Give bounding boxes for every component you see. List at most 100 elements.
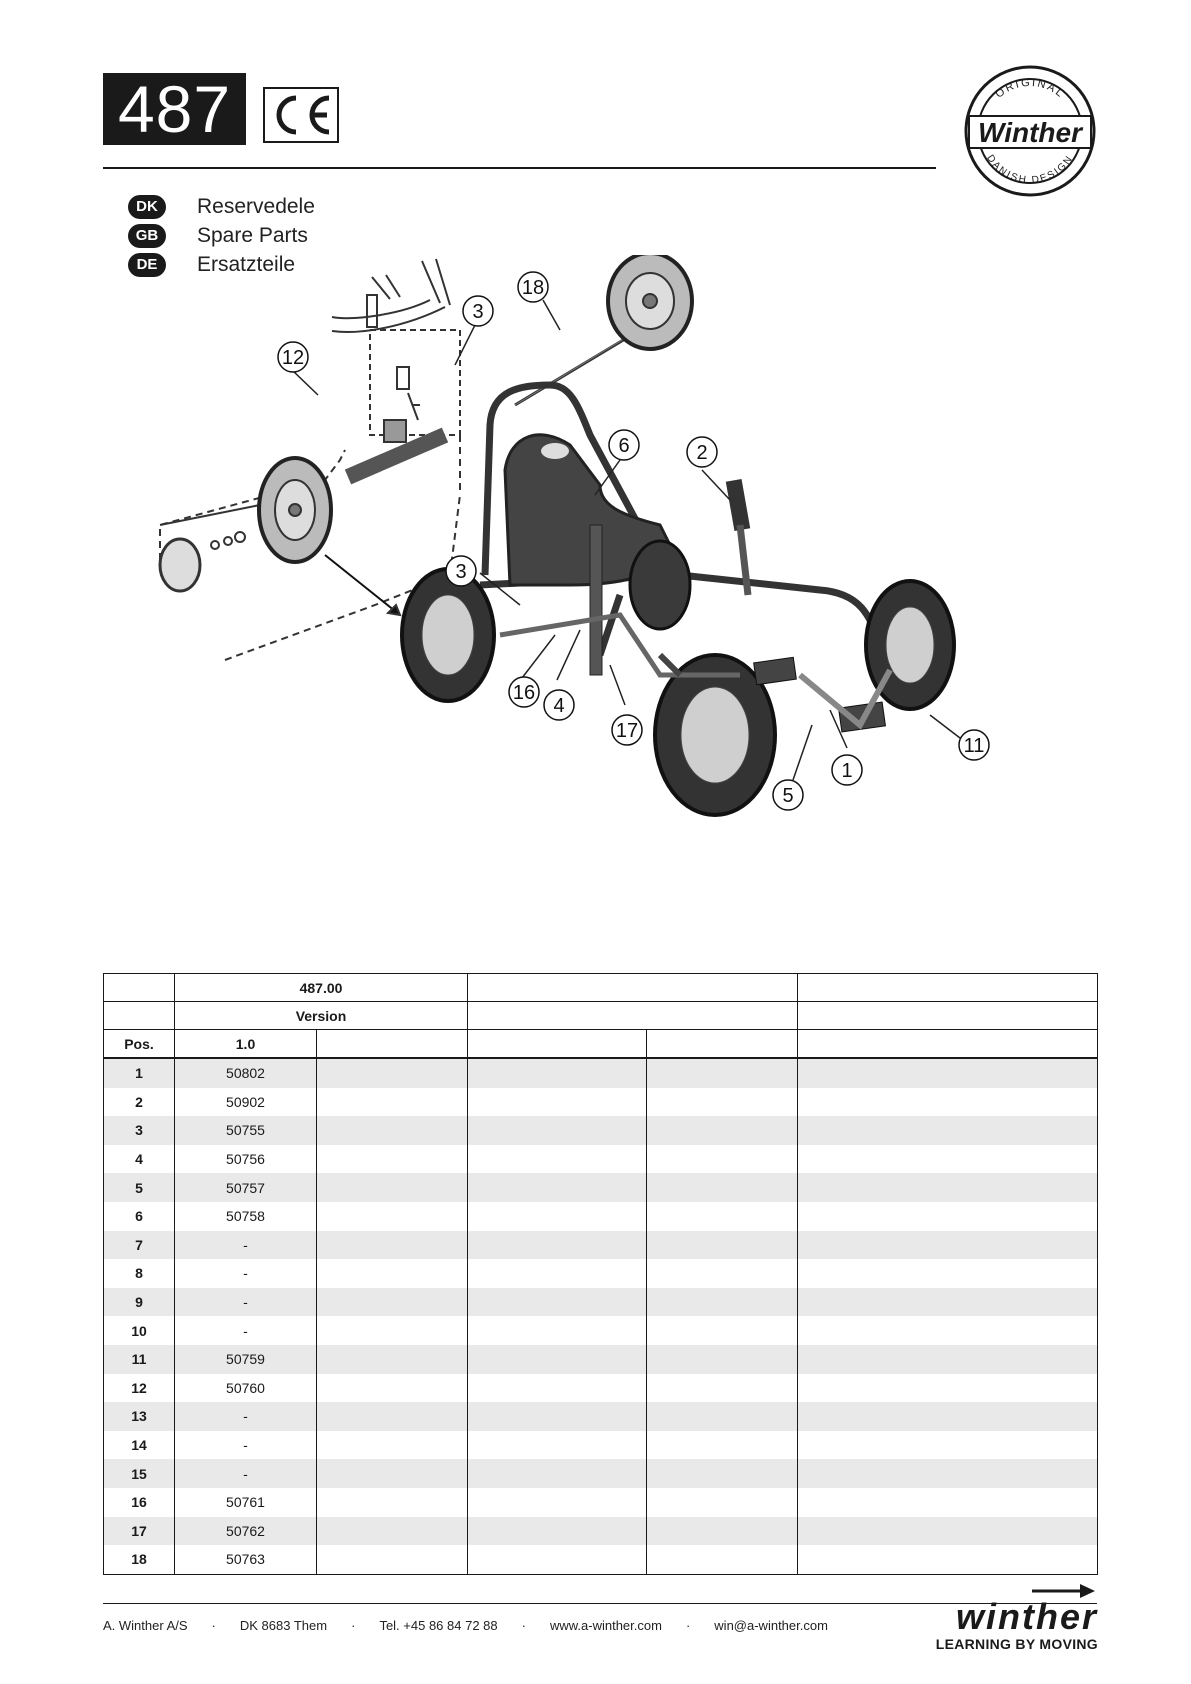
empty-cell	[315, 1430, 469, 1460]
table-row: 10-	[103, 1316, 1099, 1345]
email-link[interactable]: win@a-winther.com	[714, 1618, 828, 1633]
part-number-cell: 50758	[174, 1201, 317, 1231]
part-number-cell: -	[174, 1287, 317, 1317]
callout-2: 2	[686, 436, 718, 468]
part-number-cell: 50762	[174, 1516, 317, 1546]
empty-cell	[797, 1402, 1099, 1431]
table-header-row: Pos. 1.0	[103, 1029, 1099, 1059]
table-row: 13-	[103, 1402, 1099, 1431]
empty-cell	[467, 1057, 648, 1088]
ce-mark-icon	[263, 87, 339, 143]
address: DK 8683 Them	[239, 1618, 328, 1633]
empty-cell	[467, 1545, 648, 1575]
empty-cell	[646, 1430, 799, 1460]
brand-tagline: LEARNING BY MOVING	[935, 1636, 1098, 1652]
svg-text:4: 4	[553, 695, 564, 717]
svg-text:2: 2	[696, 442, 707, 464]
footer-contact: A. Winther A/S · DK 8683 Them · Tel. +45…	[103, 1618, 828, 1633]
empty-cell	[467, 1087, 648, 1117]
table-row: 7-	[103, 1230, 1099, 1260]
pos-cell: 9	[103, 1287, 175, 1317]
empty-cell	[467, 1287, 648, 1317]
callout-6: 6	[608, 429, 640, 461]
empty-cell	[797, 1344, 1099, 1374]
empty-cell	[646, 1087, 799, 1117]
svg-text:3: 3	[472, 301, 483, 323]
part-number-cell: -	[174, 1230, 317, 1260]
empty-cell	[467, 1230, 648, 1260]
svg-text:18: 18	[522, 277, 544, 299]
table-row: 14-	[103, 1430, 1099, 1460]
part-number-cell: 50760	[174, 1373, 317, 1403]
language-badge: DK	[128, 194, 166, 219]
empty-cell	[315, 1173, 469, 1202]
empty-cell	[797, 1545, 1099, 1575]
empty-cell	[646, 1402, 799, 1431]
empty-cell	[797, 1201, 1099, 1231]
model-number: 487	[103, 73, 246, 145]
empty-cell	[467, 1516, 648, 1546]
part-number-cell: -	[174, 1316, 317, 1345]
empty-cell	[797, 1487, 1099, 1517]
part-number-cell: 50756	[174, 1144, 317, 1174]
empty-cell	[797, 1316, 1099, 1345]
svg-text:6: 6	[618, 435, 629, 457]
empty-cell	[467, 1373, 648, 1403]
language-title: Spare Parts	[197, 223, 308, 247]
pos-cell: 2	[103, 1087, 175, 1117]
svg-text:17: 17	[616, 720, 638, 742]
part-number-cell: 50761	[174, 1487, 317, 1517]
pos-cell: 11	[103, 1344, 175, 1374]
empty-cell	[797, 1430, 1099, 1460]
language-row-de: DE Ersatzteile	[128, 250, 315, 279]
empty-cell	[646, 1201, 799, 1231]
seal-name: Winther	[978, 117, 1084, 148]
company-name: A. Winther A/S	[103, 1618, 188, 1633]
header-divider	[103, 167, 936, 169]
empty-cell	[646, 1459, 799, 1488]
empty-cell	[646, 1545, 799, 1575]
table-header-row: 487.00	[103, 973, 1099, 1002]
callout-5: 5	[772, 779, 804, 811]
callout-18: 18	[517, 271, 549, 303]
empty-cell	[315, 1516, 469, 1546]
empty-cell	[646, 1057, 799, 1088]
part-number-cell: 50902	[174, 1087, 317, 1117]
empty-cell	[467, 1402, 648, 1431]
separator: ·	[521, 1618, 526, 1633]
empty-cell	[467, 1459, 648, 1488]
empty-cell	[315, 1344, 469, 1374]
svg-text:12: 12	[282, 347, 304, 369]
svg-text:5: 5	[782, 785, 793, 807]
pos-cell: 14	[103, 1430, 175, 1460]
empty-cell	[646, 1259, 799, 1288]
exploded-view-diagram: 18 3 12 6 2 3	[100, 251, 1080, 895]
empty-cell	[646, 1230, 799, 1260]
part-number-cell: 50757	[174, 1173, 317, 1202]
empty-cell	[315, 1487, 469, 1517]
pos-header: Pos.	[103, 1029, 175, 1059]
pos-cell: 7	[103, 1230, 175, 1260]
empty-cell	[315, 1459, 469, 1488]
part-number-cell: -	[174, 1459, 317, 1488]
language-badge: GB	[128, 223, 166, 248]
empty-cell	[315, 1373, 469, 1403]
empty-cell	[315, 1087, 469, 1117]
pos-cell: 1	[103, 1057, 175, 1088]
pos-cell: 15	[103, 1459, 175, 1488]
part-number-cell: 50755	[174, 1116, 317, 1145]
website-link[interactable]: www.a-winther.com	[549, 1618, 662, 1633]
empty-cell	[646, 1487, 799, 1517]
empty-cell	[467, 1173, 648, 1202]
pos-cell: 13	[103, 1402, 175, 1431]
go-kart-illustration: 18 3 12 6 2 3	[158, 251, 990, 817]
